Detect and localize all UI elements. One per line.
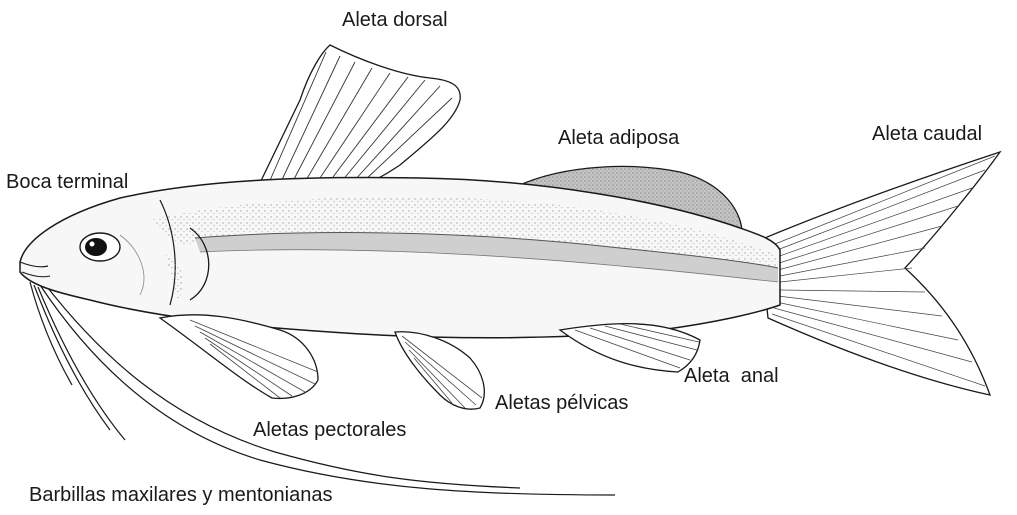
barbel-mid	[34, 285, 110, 430]
label-pectoral-fins: Aletas pectorales	[253, 420, 406, 440]
label-adipose-fin: Aleta adiposa	[558, 128, 679, 148]
label-pelvic-fins: Aletas pélvicas	[495, 393, 628, 413]
dorsal-fin	[258, 45, 460, 187]
barbel-short	[30, 282, 72, 385]
label-mouth: Boca terminal	[6, 172, 128, 192]
label-anal-fin: Aleta anal	[684, 366, 779, 386]
eye	[80, 233, 120, 261]
caudal-fin	[760, 152, 1000, 395]
label-barbels: Barbillas maxilares y mentonianas	[29, 485, 332, 505]
label-caudal-fin: Aleta caudal	[872, 124, 982, 144]
anal-fin	[560, 324, 700, 372]
pelvic-fin	[395, 332, 484, 409]
label-dorsal-fin: Aleta dorsal	[342, 10, 448, 30]
barbel-mid-2	[38, 287, 125, 440]
